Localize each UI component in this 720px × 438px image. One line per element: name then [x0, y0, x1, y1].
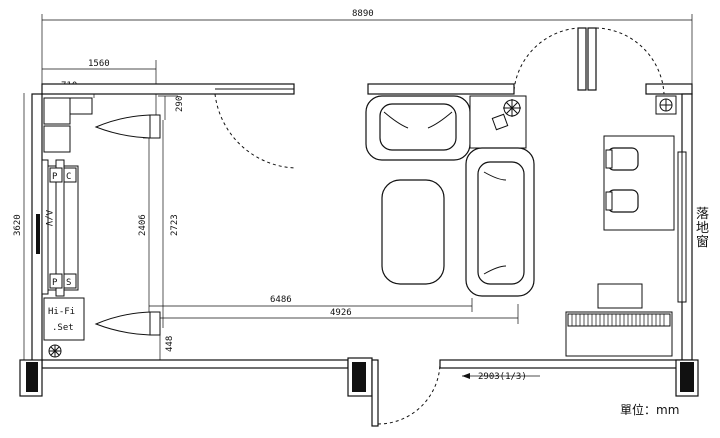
dining-table [603, 135, 675, 231]
dim-overall-width: 8890 [352, 9, 374, 19]
dim-listening-distance: 6486 [270, 295, 292, 305]
dim-speaker-inner: 2406 [138, 214, 148, 236]
hifi-set: Hi-Fi .Set [43, 297, 85, 358]
dimension-room-depth: 3620 [13, 93, 25, 360]
sofa-long [465, 147, 535, 297]
label-c-center: C [66, 172, 71, 182]
door-swings [214, 27, 665, 425]
label-p-left: P [52, 172, 58, 182]
window-char-3: 窗 [696, 234, 709, 250]
dim-screen-distance: 4926 [330, 308, 352, 318]
corner-plant [655, 95, 677, 115]
dim-third-mark: 2903(1/3) [478, 372, 527, 382]
floor-window: 落 地 窗 [677, 151, 709, 303]
unit-label: 單位：mm [620, 402, 679, 417]
hifi-label-1: Hi-Fi [48, 307, 75, 317]
dim-top-gap: 290 [175, 96, 185, 112]
dimension-speaker-outer: 2723 [162, 120, 180, 328]
hifi-label-2: .Set [52, 323, 74, 333]
dimension-bottom-gap: 448 [159, 330, 175, 360]
label-s-sub: S [66, 278, 71, 288]
dimension-speaker-inner: 2406 [138, 137, 156, 312]
sofa-top [365, 95, 471, 161]
dim-speaker-outer: 2723 [170, 214, 180, 236]
dim-bottom-gap: 448 [165, 336, 175, 352]
speakers [94, 114, 161, 336]
side-table [469, 95, 527, 149]
window-char-1: 落 [696, 207, 709, 222]
dimension-listening: 6486 [149, 295, 473, 312]
keyboard-keys [571, 314, 665, 326]
dim-left-offset: 1560 [88, 59, 110, 69]
window-char-2: 地 [696, 221, 709, 236]
speaker-left-icon [94, 114, 151, 139]
tv-cabinet [565, 283, 673, 357]
equipment-cabinet: P C A/V P S [36, 97, 93, 297]
dim-room-depth: 3620 [13, 214, 23, 236]
dimension-top-gap: 290 [158, 95, 185, 120]
label-p-bottom: P [52, 278, 58, 288]
label-av-unit: A/V [43, 210, 53, 227]
dimension-screen: 4926 [156, 304, 519, 324]
dimension-third: 2903(1/3) [462, 372, 540, 382]
walls [19, 27, 699, 427]
dimension-overall: 8890 [41, 9, 693, 92]
coffee-table [381, 179, 445, 285]
speaker-right-icon [94, 311, 151, 336]
